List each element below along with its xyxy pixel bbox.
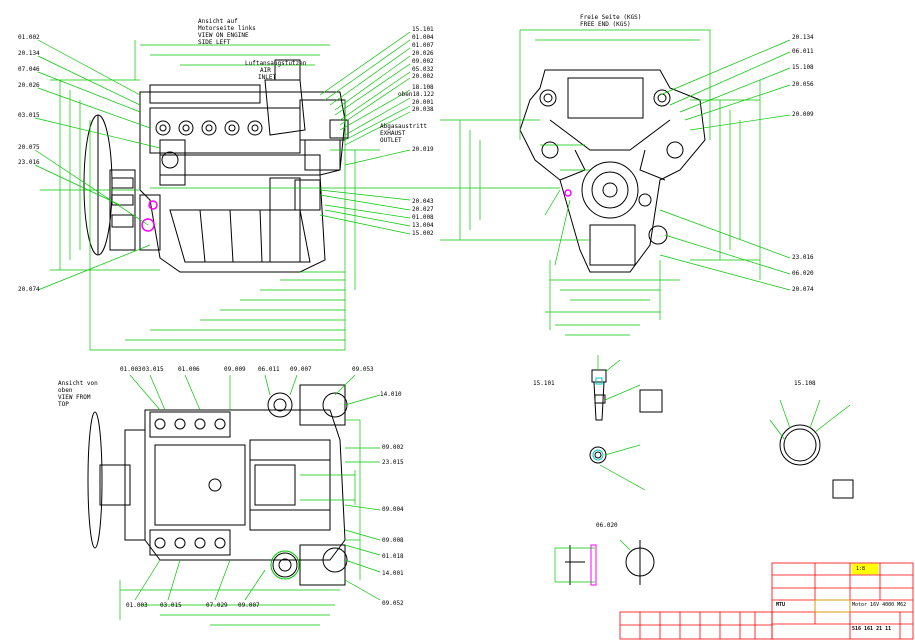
engine-block-outline — [139, 91, 346, 273]
air-inlet-label-3: INLET — [258, 74, 277, 81]
free-end-title-2: FREE END (KGS) — [580, 21, 631, 28]
detail-label-06020: 06.020 — [596, 522, 618, 529]
item-label: 20.134 — [792, 34, 814, 41]
item-label: 20.019 — [412, 146, 434, 153]
item-label: 13.004 — [412, 222, 434, 229]
dimension-lines — [34, 29, 851, 626]
item-label: 09.002 — [412, 58, 434, 65]
item-label: 15.108 — [792, 64, 814, 71]
turbo-bottom — [272, 552, 298, 578]
title-block-company: MTU — [776, 602, 786, 608]
item-label: 14.001 — [382, 570, 404, 577]
item-label: 20.038 — [412, 106, 434, 113]
detail-15101 — [589, 369, 663, 464]
left-view-title-1: Ansicht auf — [198, 18, 238, 25]
item-label: 14.010 — [380, 391, 402, 398]
crank-pulley — [581, 161, 639, 219]
pulley-stack — [109, 169, 136, 251]
item-label: 20.075 — [18, 144, 40, 151]
free-end-view — [519, 69, 706, 273]
free-end-title-1: Freie Seite (KGS) — [580, 14, 642, 21]
item-label: 01.004 — [412, 34, 434, 41]
item-label: 01.002 — [18, 34, 40, 41]
left-view-title-3: VIEW ON ENGINE — [198, 32, 249, 39]
item-label: 01.006 — [178, 366, 200, 373]
item-label: 05.032 — [412, 66, 434, 73]
detail-15108 — [779, 424, 854, 499]
air-inlet-label-1: Luftansaugstutzen — [245, 60, 307, 67]
item-label: 01.018 — [382, 553, 404, 560]
detail-06020 — [565, 540, 655, 585]
item-label: 23.015 — [382, 459, 404, 466]
item-label: 15.002 — [412, 230, 434, 237]
item-label: 20.074 — [792, 286, 814, 293]
top-view-title-2: oben — [58, 387, 73, 394]
item-label: 03.015 — [18, 112, 40, 119]
item-label: 20.074 — [18, 286, 40, 293]
item-label: 20.026 — [412, 50, 434, 57]
item-label: 01.003 — [120, 366, 142, 373]
item-label: 09.009 — [224, 366, 246, 373]
top-view-title-4: TOP — [58, 401, 69, 408]
item-label: 03.015 — [142, 366, 164, 373]
top-view — [87, 384, 348, 586]
left-view-title-2: Motorseite links — [198, 25, 256, 32]
top-view-title-1: Ansicht von — [58, 380, 98, 387]
item-label: 06.011 — [792, 48, 814, 55]
free-end-outline — [519, 69, 706, 273]
item-label: 20.056 — [792, 81, 814, 88]
title-block-drawing-number: 516 161 21 11 — [852, 626, 892, 632]
item-label: 09.004 — [382, 506, 404, 513]
detail-label-15101: 15.101 — [533, 380, 555, 387]
item-label: 03.015 — [160, 602, 182, 609]
item-label: 23.016 — [18, 159, 40, 166]
item-label: 09.007 — [290, 366, 312, 373]
turbo-top — [267, 392, 293, 418]
item-label: 23.016 — [792, 254, 814, 261]
item-label: 01.008 — [412, 214, 434, 221]
detail-label-15108: 15.108 — [794, 380, 816, 387]
item-label: 01.003 — [126, 602, 148, 609]
top-block-outline — [144, 409, 346, 561]
item-label: 09.007 — [238, 602, 260, 609]
item-label: 20.027 — [412, 206, 434, 213]
item-label: 20.134 — [18, 50, 40, 57]
item-label: 09.008 — [382, 537, 404, 544]
item-label: 09.052 — [382, 600, 404, 607]
air-inlet-label-2: AIR — [260, 67, 271, 74]
item-label: 06.011 — [258, 366, 280, 373]
item-label: 09.002 — [382, 444, 404, 451]
left-view-title-4: SIDE LEFT — [198, 39, 231, 46]
title-block — [619, 562, 914, 640]
exhaust-outlet-label-2: EXHAUST — [380, 130, 406, 137]
item-label: 18.108 — [412, 84, 434, 91]
exhaust-outlet-label-1: Abgasaustritt — [380, 123, 427, 130]
cylinder-row — [155, 120, 263, 136]
item-label: 09.053 — [352, 366, 374, 373]
top-fan — [87, 411, 103, 549]
item-label: 20.001 — [412, 99, 434, 106]
item-label: oben18.122 — [398, 91, 435, 98]
exhaust-outlet-label-3: OUTLET — [380, 137, 402, 144]
item-label: 20.009 — [792, 111, 814, 118]
item-label: 20.026 — [18, 82, 40, 89]
item-label: 20.002 — [412, 73, 434, 80]
title-block-model: Motor 16V 4000 M62 — [852, 602, 907, 608]
top-view-title-3: VIEW FROM — [58, 394, 91, 401]
item-label: 15.101 — [412, 26, 434, 33]
item-label: 06.020 — [792, 270, 814, 277]
item-label: 20.043 — [412, 198, 434, 205]
item-label: 07.046 — [18, 66, 40, 73]
title-block-scale: 1:8 — [856, 566, 866, 572]
item-label: 07.029 — [206, 602, 228, 609]
item-label: 01.007 — [412, 42, 434, 49]
